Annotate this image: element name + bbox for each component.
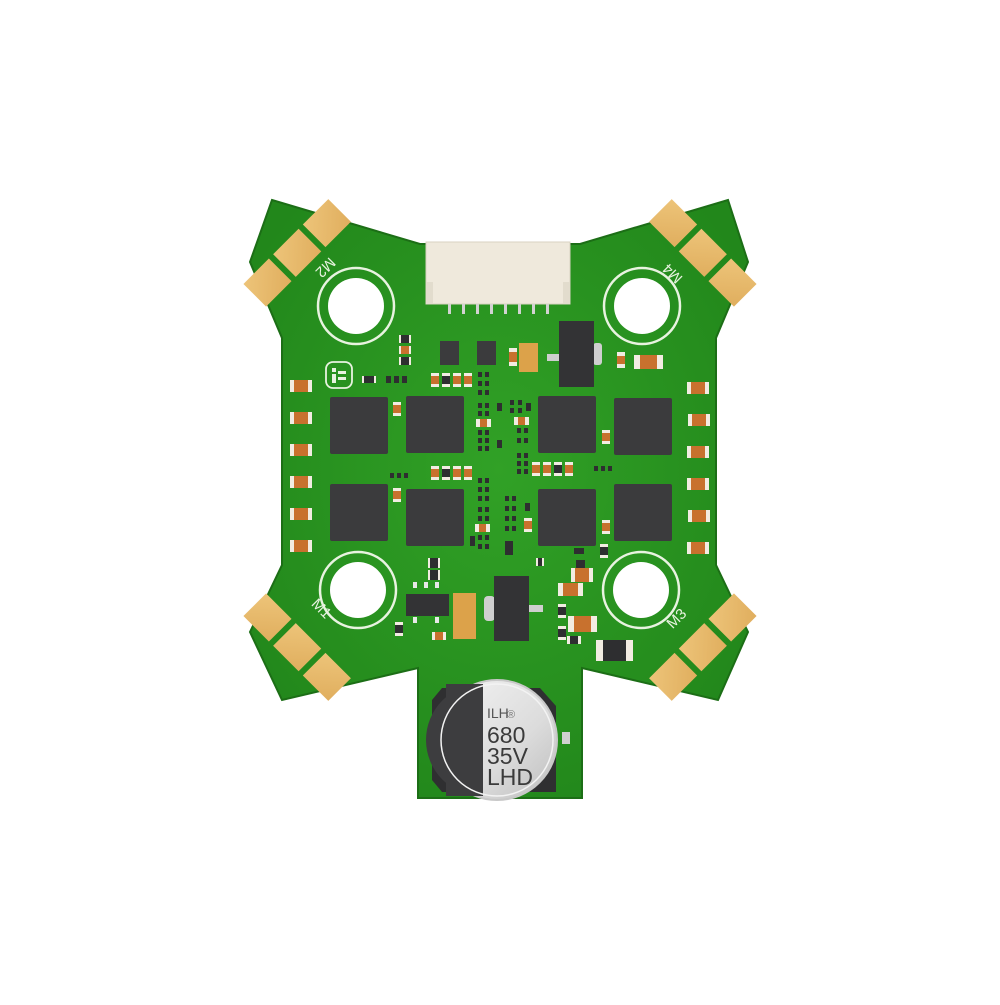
cap-value: 680 bbox=[487, 722, 525, 748]
cap-brand: ILH bbox=[487, 705, 509, 721]
mosfet bbox=[614, 484, 672, 541]
cap-voltage: 35V bbox=[487, 743, 529, 769]
motor-pads-m3 bbox=[649, 593, 757, 701]
mosfet bbox=[406, 489, 464, 546]
brand-logo bbox=[325, 361, 353, 389]
mosfet bbox=[538, 489, 596, 546]
voltage-regulator bbox=[559, 321, 594, 387]
left-capacitor-column bbox=[290, 380, 312, 552]
tantalum-capacitor bbox=[453, 593, 476, 639]
right-capacitor-column bbox=[687, 382, 710, 554]
motor-pads-m1 bbox=[243, 593, 351, 701]
motor-pads-m4 bbox=[649, 199, 757, 307]
mounting-hole-m1 bbox=[318, 550, 398, 630]
electrolytic-capacitor: ILH ® 680 35V LHD bbox=[426, 679, 570, 801]
upper-components bbox=[362, 321, 663, 387]
voltage-regulator bbox=[494, 576, 529, 641]
mosfet bbox=[614, 398, 672, 455]
cap-series: LHD bbox=[487, 764, 533, 790]
ic-chip bbox=[406, 594, 449, 616]
lower-components bbox=[395, 544, 633, 661]
mounting-hole-m4 bbox=[602, 266, 682, 346]
mounting-holes bbox=[316, 266, 682, 630]
mosfets bbox=[330, 396, 672, 546]
mosfet bbox=[330, 397, 388, 454]
mosfet bbox=[538, 396, 596, 453]
mounting-hole-m3 bbox=[601, 550, 681, 630]
cap-registered-mark: ® bbox=[507, 709, 515, 721]
tantalum-capacitor bbox=[519, 343, 538, 372]
signal-connector bbox=[425, 241, 571, 314]
connector-pins bbox=[448, 304, 549, 314]
mosfet bbox=[330, 484, 388, 541]
motor-pads bbox=[243, 199, 757, 701]
center-components bbox=[390, 372, 612, 555]
mosfet bbox=[406, 396, 464, 453]
mounting-hole-m2 bbox=[316, 266, 396, 346]
motor-pads-m2 bbox=[243, 199, 351, 307]
